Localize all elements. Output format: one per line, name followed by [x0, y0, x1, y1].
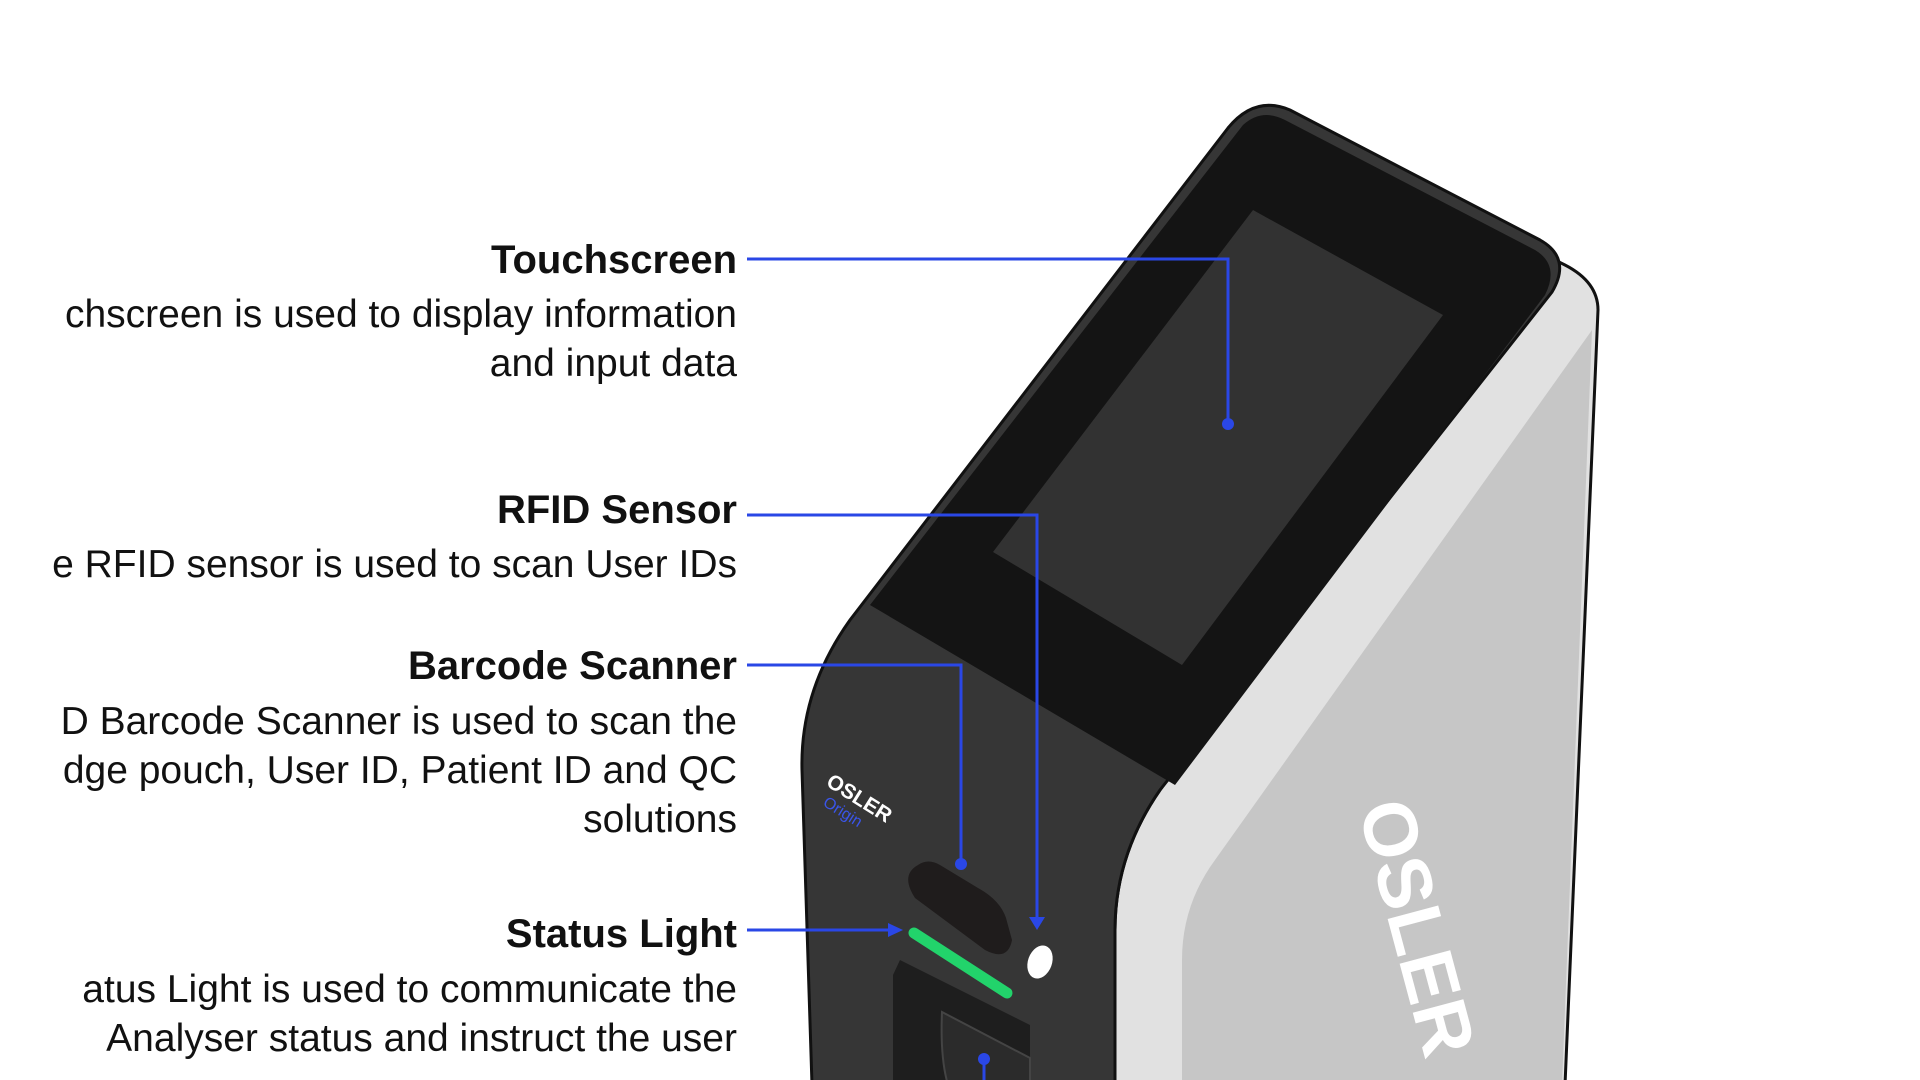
- slot-leader-dot: [978, 1053, 990, 1065]
- rfid-sensor[interactable]: [1023, 942, 1057, 982]
- description-line: Analyser status and instruct the user: [106, 1017, 737, 1060]
- touchscreen-label-description: chscreen is used to display information …: [65, 290, 737, 388]
- status-light-label-title: Status Light: [505, 912, 737, 956]
- description-line: solutions: [583, 798, 737, 841]
- description-line: atus Light is used to communicate the: [82, 968, 737, 1011]
- description-line: dge pouch, User ID, Patient ID and QC: [62, 749, 737, 792]
- description-line: and input data: [489, 342, 737, 385]
- barcode-scanner-window[interactable]: [908, 861, 1012, 955]
- touchscreen-leader-dot: [1222, 418, 1234, 430]
- touchscreen-label-title: Touchscreen: [491, 238, 737, 282]
- barcode-scanner-label-title: Barcode Scanner: [407, 644, 737, 688]
- touchscreen-leader: [747, 257, 1230, 424]
- barcode-scanner-leader-dot: [955, 858, 967, 870]
- status-light-leader-arrow: [888, 923, 903, 937]
- device-side-panel: [1182, 330, 1592, 1080]
- cartridge-slot[interactable]: [940, 1010, 1031, 1080]
- leader-markers: [888, 418, 1234, 1065]
- status-light-label-description: atus Light is used to communicate the An…: [82, 965, 737, 1063]
- status-light-bar: [908, 927, 1013, 999]
- description-line: e RFID sensor is used to scan User IDs: [52, 543, 737, 586]
- barcode-scanner-leader: [747, 663, 963, 862]
- description-line: D Barcode Scanner is used to scan the: [60, 700, 737, 743]
- description-line: chscreen is used to display information: [64, 293, 737, 336]
- touchscreen-panel[interactable]: [993, 210, 1443, 665]
- rfid-sensor-leader: [747, 513, 1039, 917]
- rfid-sensor-label-title: RFID Sensor: [496, 488, 737, 532]
- rfid-sensor-label-description: e RFID sensor is used to scan User IDs: [52, 540, 737, 589]
- rfid-sensor-leader-arrow: [1029, 917, 1045, 930]
- leader-lines: [747, 257, 1230, 1080]
- barcode-scanner-label-description: D Barcode Scanner is used to scan the dg…: [61, 697, 737, 844]
